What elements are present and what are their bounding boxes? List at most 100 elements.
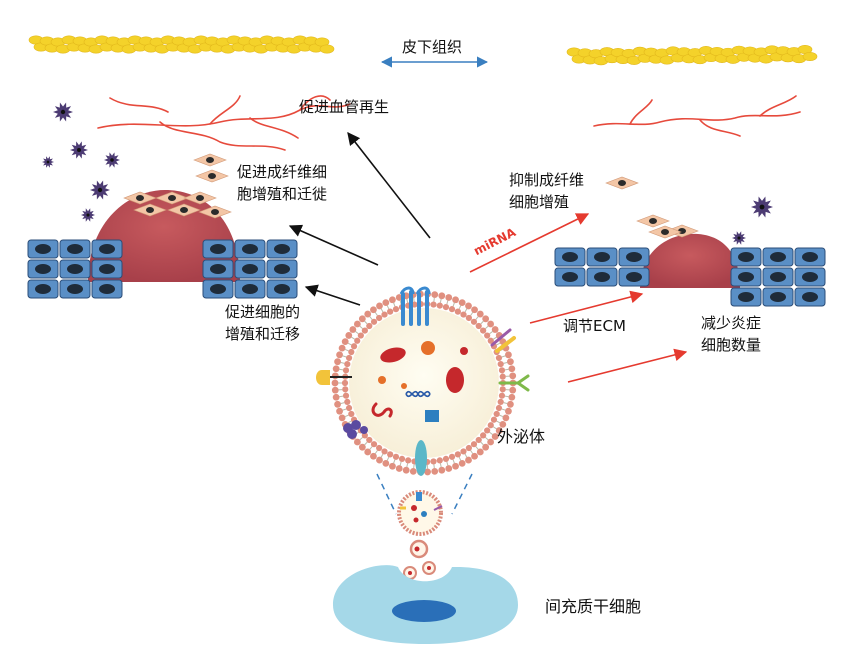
label-fibro-inhibit-2: 细胞增殖 bbox=[509, 193, 570, 211]
lipid-tail bbox=[359, 325, 363, 329]
lipid-head-inner bbox=[350, 343, 358, 350]
lipid-head-inner bbox=[348, 410, 355, 418]
lipid-head-outer bbox=[495, 427, 503, 434]
lipid-head-outer bbox=[458, 460, 466, 467]
lipid-tail bbox=[359, 437, 363, 441]
label-cell-promote-2: 增殖和迁移 bbox=[225, 325, 301, 343]
lipid-head-inner bbox=[370, 318, 378, 325]
lipid-head-outer bbox=[331, 379, 339, 387]
cell-nucleus bbox=[242, 284, 258, 294]
cell-nucleus bbox=[274, 244, 290, 254]
label-ecm: 调节ECM bbox=[563, 317, 626, 335]
lipid-head-outer bbox=[508, 365, 516, 373]
lipid-tail bbox=[470, 311, 474, 316]
lipid-head-outer bbox=[376, 302, 383, 310]
lipid-head-inner bbox=[387, 451, 394, 458]
lipid-head-inner bbox=[484, 332, 491, 339]
lipid-head-outer bbox=[452, 296, 459, 304]
lipid-head-inner bbox=[354, 337, 361, 344]
label-inflam-2: 细胞数量 bbox=[701, 336, 762, 354]
fat-layer-left bbox=[28, 35, 335, 54]
lipid-head-inner bbox=[480, 432, 487, 439]
lipid-head-outer bbox=[438, 466, 446, 474]
cell-nucleus bbox=[770, 292, 786, 302]
cell-nucleus bbox=[35, 264, 51, 274]
membrane-protein-top bbox=[399, 286, 431, 326]
small-exosome bbox=[397, 490, 443, 536]
lipid-tail bbox=[501, 408, 506, 411]
lipid-tail bbox=[340, 361, 345, 364]
lipid-head-outer bbox=[476, 310, 484, 318]
label-angiogenesis: 促进血管再生 bbox=[299, 98, 390, 116]
lipid-tail bbox=[369, 446, 373, 450]
lipid-tail bbox=[399, 461, 402, 466]
lipid-head-inner bbox=[487, 337, 494, 344]
lipid-head-outer bbox=[507, 400, 514, 408]
lipid-head-outer bbox=[395, 294, 403, 301]
membrane-protein-bottom bbox=[415, 440, 427, 476]
lipid-head-inner bbox=[345, 404, 353, 412]
cell-nucleus bbox=[738, 252, 754, 262]
lipid-head-outer bbox=[349, 326, 357, 333]
lipid-tail bbox=[499, 414, 504, 418]
lipid-head-outer bbox=[509, 372, 517, 380]
cell-nucleus bbox=[242, 244, 258, 254]
lipid-head-inner bbox=[361, 327, 368, 334]
lipid-tail bbox=[369, 316, 373, 320]
lipid-head-inner bbox=[342, 392, 350, 399]
lipid-head-outer bbox=[431, 467, 439, 475]
lipid-tail bbox=[342, 355, 347, 358]
lipid-tail bbox=[480, 320, 484, 325]
lipid-head-outer bbox=[505, 407, 512, 415]
cell-nucleus bbox=[35, 244, 51, 254]
lipid-tail bbox=[504, 368, 509, 371]
lipid-tail bbox=[485, 437, 489, 441]
cell-nucleus bbox=[738, 272, 754, 282]
lipid-head-inner bbox=[454, 451, 461, 458]
lipid-head-inner bbox=[436, 457, 443, 464]
lipid-head-outer bbox=[336, 407, 343, 415]
lipid-head-outer bbox=[424, 468, 431, 476]
inflammatory-nucleus bbox=[759, 204, 765, 210]
lipid-head-inner bbox=[442, 455, 450, 462]
arrow-to-angiogenesis bbox=[347, 131, 431, 239]
lipid-head-inner bbox=[366, 322, 373, 330]
lipid-head-inner bbox=[342, 367, 350, 374]
lipid-head-inner bbox=[376, 444, 383, 452]
cell-nucleus bbox=[802, 272, 818, 282]
arrows-black bbox=[288, 131, 431, 306]
fibroblast-nucleus bbox=[618, 180, 626, 186]
cell-nucleus bbox=[802, 252, 818, 262]
lipid-head-outer bbox=[376, 456, 383, 464]
inflammatory-nucleus bbox=[737, 236, 741, 240]
cell-nucleus bbox=[35, 284, 51, 294]
cell-nucleus bbox=[562, 272, 578, 282]
lipid-tail bbox=[485, 325, 489, 329]
lipid-head-inner bbox=[381, 448, 388, 455]
inflammatory-nucleus bbox=[97, 187, 103, 193]
lipid-tail bbox=[475, 316, 479, 320]
lipid-tail bbox=[458, 305, 462, 310]
fibroblast-nucleus bbox=[211, 209, 219, 215]
lipid-head-inner bbox=[499, 373, 506, 380]
lipid-head-inner bbox=[405, 457, 412, 464]
fibroblasts-left bbox=[123, 153, 232, 219]
lipid-tail bbox=[446, 300, 449, 305]
lipid-tail bbox=[374, 311, 378, 316]
cell-nucleus bbox=[626, 272, 642, 282]
epithelial-cells-left-inner bbox=[202, 239, 298, 299]
lipid-head-outer bbox=[499, 420, 507, 428]
inflammatory-nucleus bbox=[46, 160, 50, 164]
lipid-tail bbox=[393, 459, 396, 464]
lipid-head-inner bbox=[387, 308, 394, 315]
arrow-ecm bbox=[529, 290, 644, 324]
lipid-head-outer bbox=[353, 320, 361, 328]
lipid-head-outer bbox=[458, 299, 466, 306]
lipid-head-outer bbox=[508, 393, 516, 401]
lipid-head-outer bbox=[334, 358, 341, 366]
lipid-head-outer bbox=[438, 292, 446, 300]
lipid-head-outer bbox=[389, 462, 396, 470]
arrow-to-fibroblast bbox=[288, 224, 379, 266]
lipid-head-outer bbox=[358, 443, 366, 451]
